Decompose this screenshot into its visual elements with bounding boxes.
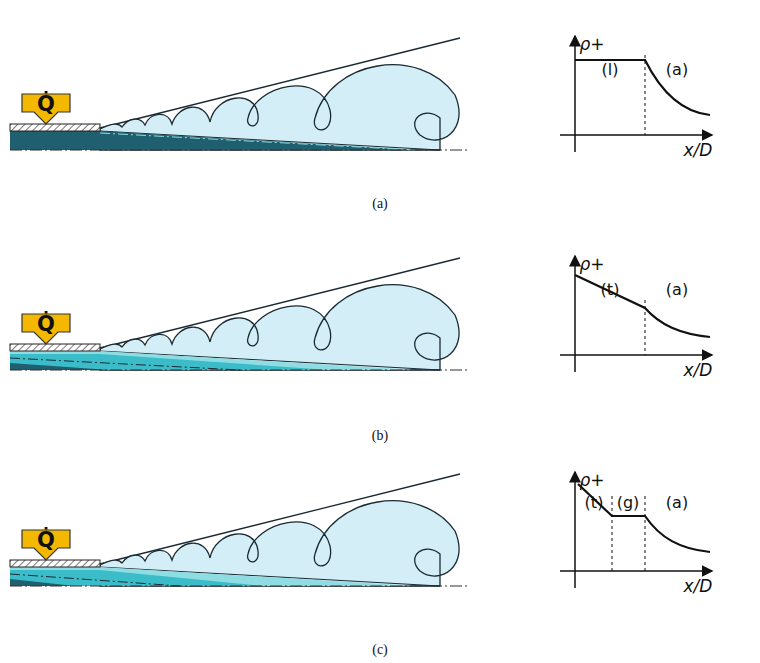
axis-label: ρ+ xyxy=(579,256,604,273)
axis-label: x/D xyxy=(684,142,713,159)
axis-label: ρ+ xyxy=(579,472,604,489)
heat-flux-symbol: Q̇ xyxy=(37,314,55,335)
region-label: (a) xyxy=(666,62,688,78)
heat-flux-symbol: Q̇ xyxy=(37,94,55,115)
region-label: (l) xyxy=(602,62,619,78)
region-label: (t) xyxy=(601,282,620,298)
region-label: (g) xyxy=(617,495,640,511)
heat-flux-symbol: Q̇ xyxy=(37,530,55,551)
axis-label: x/D xyxy=(684,362,713,379)
axis-label: ρ+ xyxy=(579,36,604,53)
panel-caption: (c) xyxy=(372,643,388,657)
panel-caption: (b) xyxy=(372,429,388,443)
region-label: (t) xyxy=(585,495,604,511)
region-label: (a) xyxy=(666,495,688,511)
axis-label: x/D xyxy=(684,578,713,595)
panel-caption: (a) xyxy=(372,197,388,211)
region-label: (a) xyxy=(666,282,688,298)
